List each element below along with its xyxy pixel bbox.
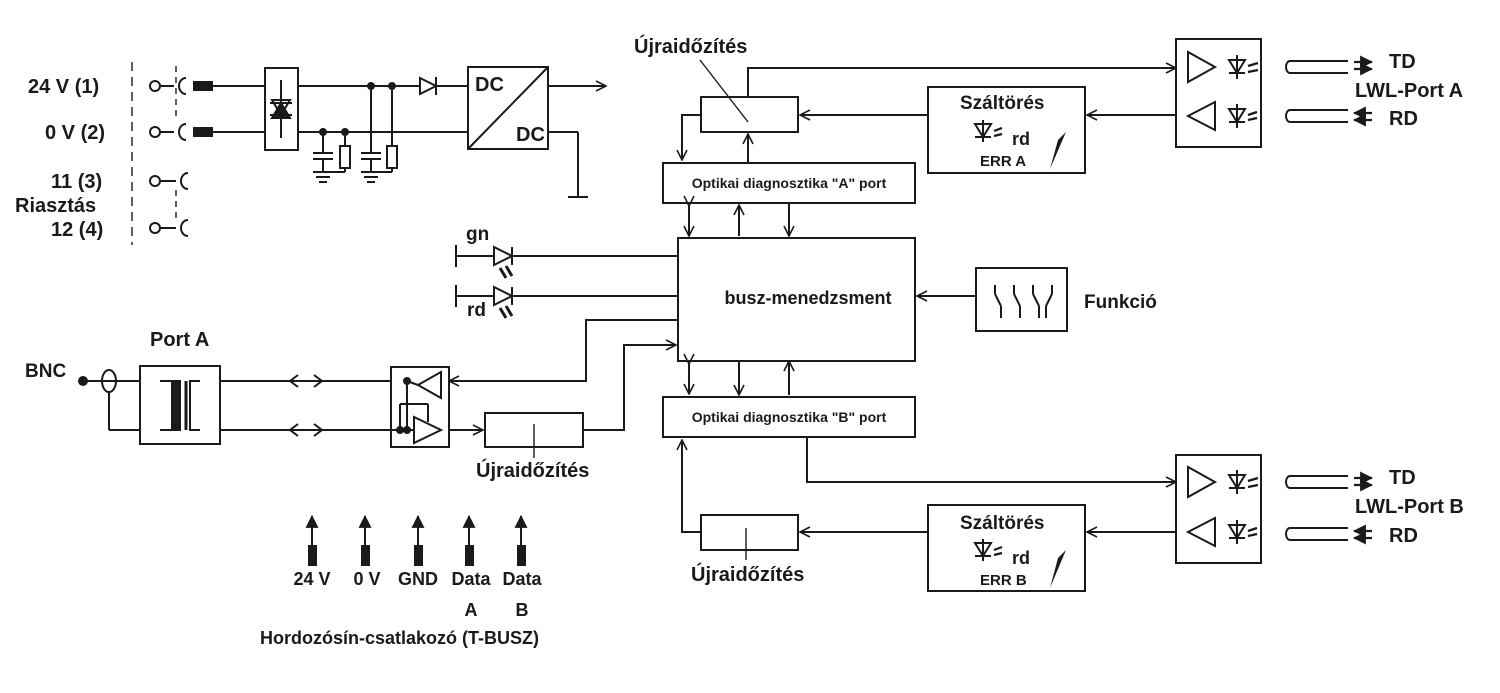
fiber-break-box-a: [927, 86, 1086, 174]
bus-management-block: [677, 237, 916, 362]
fiber-break-b-err: ERR B: [980, 572, 1027, 589]
bus-management-label: busz-menedzsment: [724, 288, 892, 308]
lwl-port-a-label: LWL-Port A: [1355, 80, 1464, 102]
lwl-port-a-transceiver: [1175, 38, 1262, 148]
lwl-port-b-transceiver: [1175, 454, 1262, 564]
terminal-0v-contact: [149, 123, 213, 141]
t-bus-pin-label: Data: [451, 569, 491, 589]
lwl-b-td-label: TD: [1389, 467, 1416, 489]
fiber-break-a-title: Száltörés: [960, 93, 1045, 114]
fiber-break-box-b: [927, 504, 1086, 592]
retiming-block-bottom: [700, 514, 799, 560]
optical-diag-port-b-box: [662, 396, 916, 438]
bnc-label: BNC: [25, 361, 67, 382]
dc-output-label: DC: [516, 124, 545, 146]
fiber-break-a-err: ERR A: [980, 153, 1027, 170]
t-bus-pins: [305, 514, 528, 566]
bnc-port-a-section: [78, 365, 450, 448]
series-diode: [419, 76, 439, 96]
led-green-label: gn: [466, 224, 490, 245]
terminal-11-contact: [149, 172, 189, 190]
t-bus-pin-label: 24 V: [293, 569, 331, 589]
led-red-label: rd: [467, 300, 486, 321]
lwl-a-td-label: TD: [1389, 51, 1416, 73]
alarm-label: Riasztás: [15, 195, 97, 217]
fiber-break-a-led-label: rd: [1012, 129, 1030, 149]
t-bus-pin-sublabel: A: [464, 600, 478, 620]
terminal-11-label: 11 (3): [51, 171, 103, 193]
retiming-top-label: Újraidőzítés: [634, 36, 748, 58]
t-bus-caption: Hordozósín-csatlakozó (T-BUSZ): [260, 628, 540, 648]
terminal-24v-label: 24 V (1): [28, 76, 100, 98]
t-bus-pin-label: GND: [398, 569, 438, 589]
retiming-block-middle: [484, 412, 584, 458]
led-icon-err-b: [973, 539, 1003, 561]
retiming-middle-label: Újraidőzítés: [476, 460, 590, 482]
fiber-cable-b: [1285, 475, 1348, 541]
isolation-transformer: [139, 365, 221, 445]
transceiver-box: [390, 366, 450, 448]
terminal-0v-label: 0 V (2): [45, 122, 106, 144]
power-input-section: [131, 62, 606, 245]
t-bus-pin-label: 0 V: [353, 569, 381, 589]
fiber-break-b-led-label: rd: [1012, 548, 1030, 568]
terminal-12-label: 12 (4): [51, 219, 104, 241]
port-a-label: Port A: [150, 329, 210, 351]
tvs-protection-box: [264, 67, 299, 151]
dc-input-label: DC: [475, 74, 504, 96]
filter-capacitor-2: [361, 82, 398, 183]
lwl-a-rd-label: RD: [1389, 108, 1418, 130]
lwl-port-b-label: LWL-Port B: [1355, 496, 1464, 518]
dc-dc-converter: [467, 66, 549, 150]
terminal-24v-contact: [149, 77, 213, 95]
lwl-b-rd-label: RD: [1389, 525, 1418, 547]
filter-capacitor-1: [313, 128, 351, 183]
t-bus-pin-sublabel: B: [515, 600, 529, 620]
retiming-bottom-label: Újraidőzítés: [691, 564, 805, 586]
fiber-break-b-title: Száltörés: [960, 513, 1045, 534]
function-label: Funkció: [1084, 292, 1157, 313]
function-dip-switch: [975, 267, 1068, 332]
optical-diag-port-a-label: Optikai diagnosztika "A" port: [691, 175, 887, 191]
led-icon-err-a: [973, 120, 1003, 142]
terminal-12-contact: [149, 219, 189, 237]
fiber-cable-a: [1285, 60, 1348, 123]
status-leds: [455, 245, 678, 319]
t-bus-pin-label: Data: [502, 569, 542, 589]
optical-diag-port-b-label: Optikai diagnosztika "B" port: [691, 409, 887, 425]
